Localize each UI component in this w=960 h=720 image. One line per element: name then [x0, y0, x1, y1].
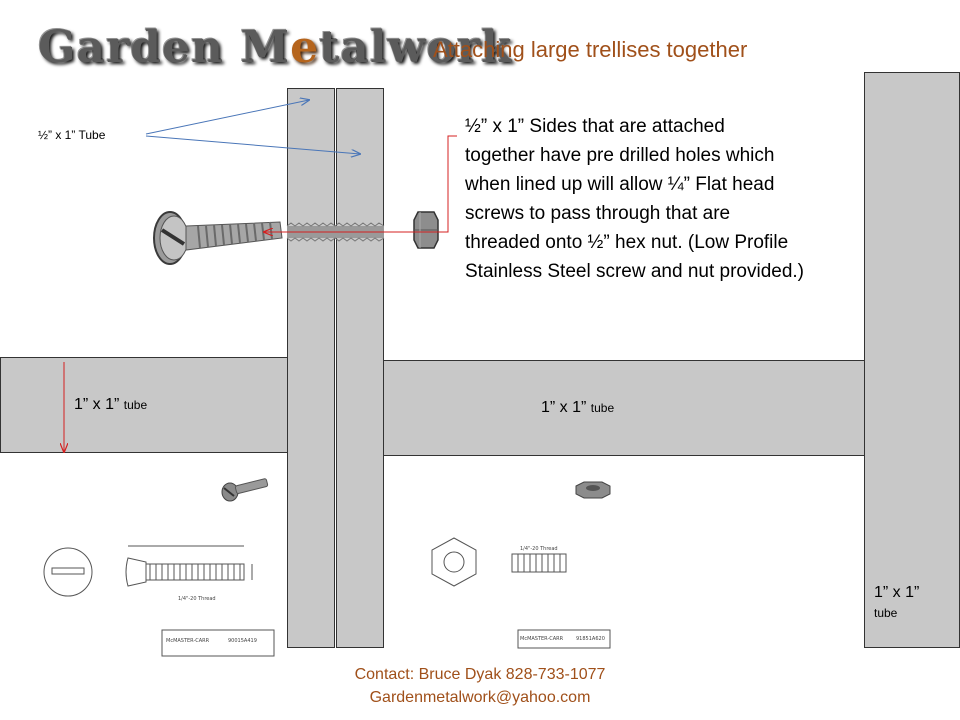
logo-word-garden: Garden — [38, 22, 225, 73]
assembly-note: ½” x 1” Sides that are attached together… — [465, 112, 865, 286]
logo-word-talwork: talwork — [319, 22, 513, 73]
left-horizontal-tube — [0, 357, 288, 453]
page-title: Attaching large trellises together — [433, 37, 748, 62]
right-tube-label: 1” x 1” tube — [874, 584, 919, 620]
note-line: Stainless Steel screw and nut provided.) — [465, 261, 805, 282]
left-tube-label: 1” x 1” tube — [74, 396, 147, 414]
nut-part-number: 91851A620 — [576, 636, 605, 642]
note-line: ½” x 1” Sides that are attached — [465, 116, 725, 137]
flat-head-screw-icon — [153, 211, 283, 265]
small-nut-photo — [575, 481, 611, 499]
right-tube-suffix: tube — [874, 606, 898, 620]
screw-brand-label: McMASTER-CARR — [166, 638, 210, 644]
nut-spec-drawing: 1/4"-20 Thread McMASTER-CARR 91851A620 — [414, 520, 614, 650]
hex-nut-icon — [413, 211, 439, 249]
middle-tube-label: 1” x 1” tube — [541, 399, 614, 417]
half-inch-vertical-tube-left — [287, 88, 335, 648]
note-line: threaded onto ½” hex nut. (Low Profile — [465, 232, 789, 253]
left-tube-size: 1” x 1” — [74, 396, 120, 413]
screw-part-number: 90015A419 — [228, 638, 257, 644]
nut-brand-label: McMASTER-CARR — [520, 636, 564, 642]
right-vertical-tube — [864, 72, 960, 648]
contact-line: Contact: Bruce Dyak 828-733-1077 — [354, 666, 606, 683]
note-line: when lined up will allow ¼” Flat head — [465, 174, 775, 195]
nut-thread-label: 1/4"-20 Thread — [520, 546, 558, 552]
garden-metalwork-logo: Garden Metalwork — [38, 22, 513, 73]
bolt-through-tubes — [286, 222, 385, 242]
half-inch-vertical-tube-right — [336, 88, 384, 648]
contact-email[interactable]: Gardenmetalwork@yahoo.com — [369, 689, 591, 706]
blue-arrow-upper — [145, 100, 309, 135]
left-tube-suffix: tube — [123, 398, 148, 412]
small-screw-photo — [221, 478, 269, 502]
middle-tube-size: 1” x 1” — [541, 399, 587, 416]
logo-letter-m: M — [240, 22, 291, 73]
note-line: screws to pass through that are — [465, 203, 731, 224]
screw-spec-drawing: 1/4"-20 Thread McMASTER-CARR 90015A419 — [28, 520, 284, 660]
middle-horizontal-tube — [383, 360, 866, 456]
half-tube-label: ½” x 1” Tube — [38, 128, 106, 142]
note-line: together have pre drilled holes which — [465, 145, 775, 166]
right-tube-size: 1” x 1” — [874, 584, 920, 601]
logo-letter-e: e — [290, 22, 320, 73]
middle-tube-suffix: tube — [590, 401, 615, 415]
screw-thread-label: 1/4"-20 Thread — [178, 596, 216, 602]
